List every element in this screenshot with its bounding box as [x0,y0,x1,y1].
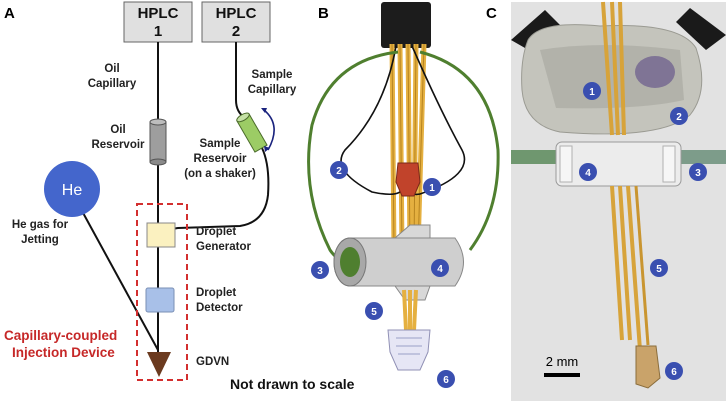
droplet-generator-label-l2: Generator [196,241,251,253]
oil-reservoir-label-l1: Oil [110,124,125,136]
droplet-generator-label-l1: Droplet [196,226,236,238]
device-label-l1: Capillary-coupled [4,328,117,343]
not-to-scale-note: Not drawn to scale [230,376,355,392]
marker-c-6: 6 [665,362,683,380]
svg-text:1: 1 [589,87,595,98]
he-gas-label-l2: Jetting [21,234,59,246]
device-label-l2: Injection Device [12,345,115,360]
svg-text:2: 2 [676,112,682,123]
marker-c-4: 4 [579,163,597,181]
hplc-2-box: HPLC 2 [201,1,271,43]
oil-reservoir-label-l2: Reservoir [91,139,145,151]
svg-text:4: 4 [585,168,591,179]
he-gas-line [75,199,159,351]
droplet-detector-label-l1: Droplet [196,287,236,299]
marker-c-5: 5 [650,259,668,277]
droplet-detector-label-l2: Detector [196,302,243,314]
hplc-2-label: HPLC [216,5,257,22]
panel-label-c: C [486,5,497,22]
marker-c-1: 1 [583,82,601,100]
gdvn-label: GDVN [196,356,229,368]
sample-capillary-line [235,42,246,119]
hplc-1-number: 1 [154,23,162,40]
svg-text:6: 6 [443,375,449,386]
svg-text:5: 5 [371,307,377,318]
marker-b-2: 2 [330,161,348,179]
svg-text:6: 6 [671,367,677,378]
he-label: He [62,182,83,199]
marker-b-4: 4 [431,259,449,277]
oil-capillary-label-l1: Oil [104,63,119,75]
device-3d-render [307,2,500,371]
marker-b-6: 6 [437,370,455,388]
scale-bar-label: 2 mm [546,354,579,369]
svg-text:2: 2 [336,166,342,177]
marker-c-2: 2 [670,107,688,125]
hplc-1-label: HPLC [138,5,179,22]
scale-bar [544,373,580,377]
oil-capillary-label-l2: Capillary [88,78,137,90]
he-circle [44,161,100,217]
sample-capillary-label-l2: Capillary [248,84,297,96]
hplc-1-box: HPLC 1 [123,1,193,43]
droplet-generator [146,222,176,248]
hplc-2-number: 2 [232,23,240,40]
panel-label-b: B [318,5,329,22]
device-dashed-box [136,203,188,381]
gdvn-nozzle [147,352,171,377]
sample-reservoir-label-l2: Reservoir [193,153,247,165]
svg-text:1: 1 [429,183,435,194]
he-gas-label-l1: He gas for [12,219,69,231]
sample-capillary-label-l1: Sample [252,69,293,81]
marker-b-3: 3 [311,261,329,279]
svg-text:5: 5 [656,264,662,275]
svg-text:4: 4 [437,264,443,275]
device-photo [511,1,726,401]
marker-b-1: 1 [423,178,441,196]
sample-reservoir-label-l1: Sample [200,138,241,150]
shaker-arrow [263,109,275,151]
svg-text:3: 3 [317,266,323,277]
droplet-detector [145,287,175,313]
sample-reservoir [236,112,268,153]
svg-text:3: 3 [695,168,701,179]
marker-c-3: 3 [689,163,707,181]
marker-b-5: 5 [365,302,383,320]
oil-reservoir [149,118,167,166]
panel-label-a: A [4,5,15,22]
sample-reservoir-label-l3: (on a shaker) [184,168,256,180]
